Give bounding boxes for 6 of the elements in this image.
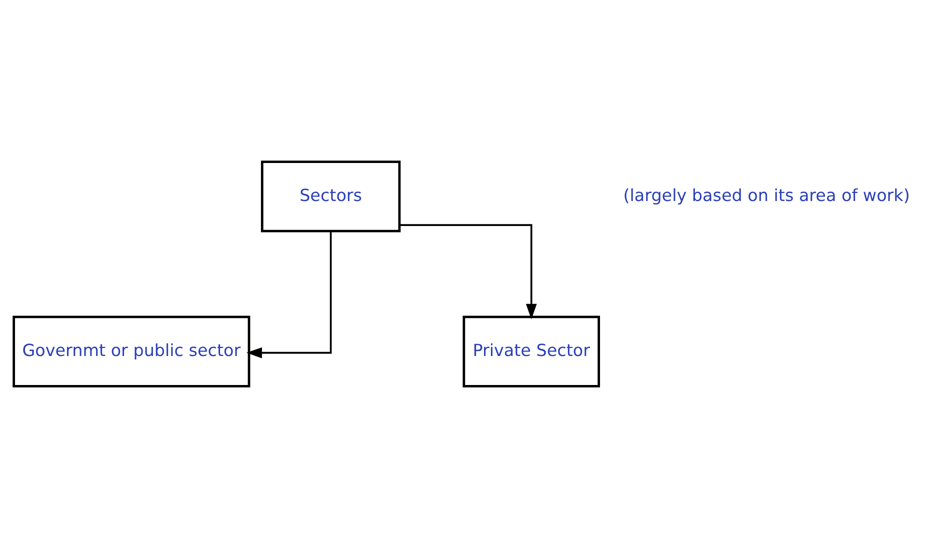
arrow	[400, 224, 537, 320]
node-box: Sectors	[260, 160, 401, 232]
node-box: Private Sector	[462, 316, 600, 388]
arrow	[246, 231, 332, 358]
node-box: Governmt or public sector	[12, 316, 250, 388]
label: (largely based on its area of work)	[623, 184, 910, 205]
